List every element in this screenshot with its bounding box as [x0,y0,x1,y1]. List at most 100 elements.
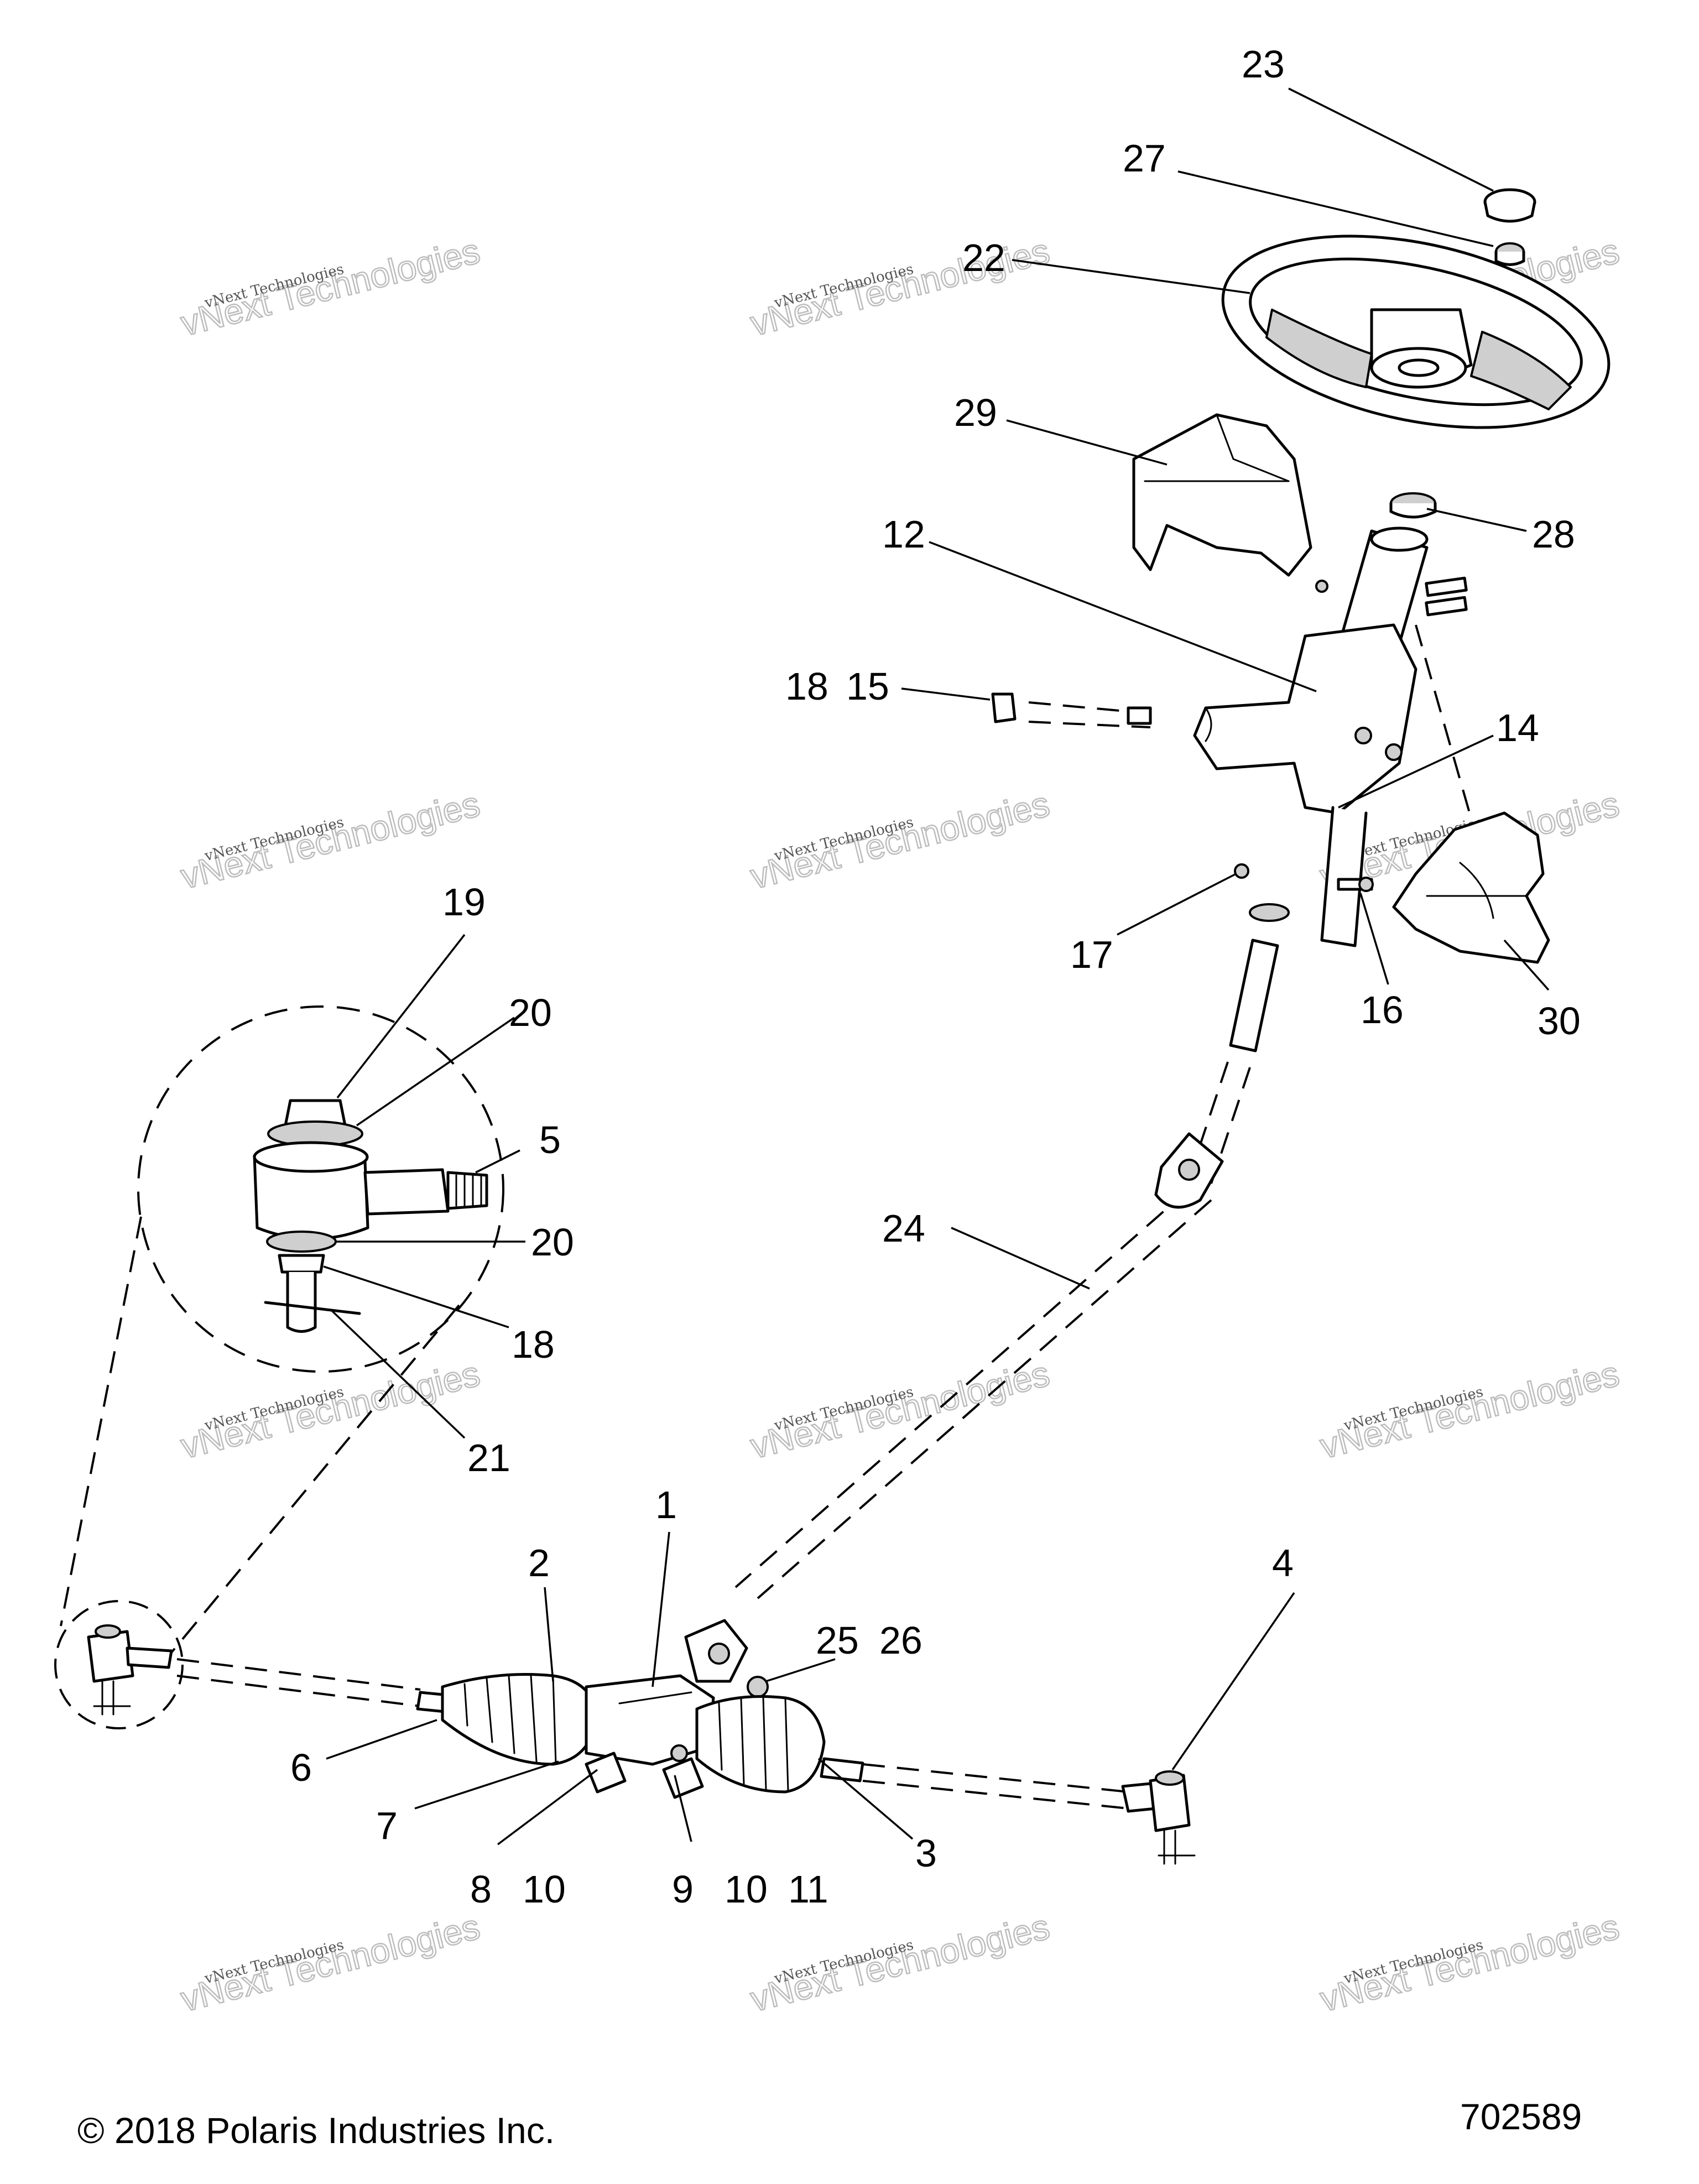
u-joint-cross [1178,1159,1200,1181]
tie-rod-end-right-pin [1158,1829,1196,1865]
leader-lines [323,87,1550,1846]
nut-17 [1234,863,1249,879]
callout-26: 26 [879,1619,923,1662]
watermark-outline: vNext Technologies [1316,1906,1623,2019]
column-tube-top [1370,527,1429,552]
bracket-bolt-b [1385,743,1403,761]
callout-9: 9 [672,1868,694,1911]
detail-thread-5 [446,1171,488,1210]
leader-29 [1006,419,1168,466]
nut-body [1494,250,1525,266]
leader-12 [929,541,1317,692]
watermark-10: vNext Technologies vNext Technologies [176,1906,484,2020]
detail-washer-20-bottom [266,1231,337,1253]
tie-rod-end-right-stud [1155,1770,1185,1786]
leader-17 [1117,873,1237,936]
tie-rod-end-left-body [87,1630,134,1683]
figure-number: 702589 [1460,2096,1582,2137]
callout-9-10: 10 [725,1868,768,1911]
leader-19 [336,934,466,1099]
tie-rod-end-left-pin [93,1680,131,1716]
callout-18-top: 18 [785,665,828,708]
column-bushing [1389,492,1437,519]
leader-24 [951,1227,1090,1290]
callout-2: 2 [528,1541,550,1584]
leader-1 [652,1531,670,1687]
callout-12: 12 [882,513,925,556]
callout-29: 29 [954,391,997,434]
bolt-15-head [991,692,1017,723]
leader-3 [817,1758,914,1840]
leader-22 [1012,259,1250,294]
watermark-outline: vNext Technologies [177,1906,484,2019]
tie-rod-end-left-stud [95,1624,121,1639]
leader-4 [1171,1592,1295,1770]
boot-left [441,1673,599,1766]
footer: © 2018 Polaris Industries Inc. 702589 [77,2096,1582,2151]
leader-21 [331,1310,466,1439]
watermark-11: vNext Technologies vNext Technologies [746,1906,1054,2020]
detail-stud [286,1270,317,1333]
callout-20-bottom: 20 [531,1221,574,1264]
callout-4: 4 [1272,1541,1294,1584]
column-bolt-1 [1425,576,1468,597]
wheel-spoke-left [1265,309,1373,388]
leader-18-detail [323,1265,509,1328]
detail-link-a [60,1216,142,1627]
detail-circle-large [137,1005,504,1373]
wheel-spoke-right [1470,331,1572,410]
steering-wheel [1221,234,1611,429]
bolt-15-tip [1127,706,1152,725]
wheel-hub-bore [1398,358,1440,377]
intermediate-shaft [1154,903,1290,1209]
cap-body [1483,200,1536,223]
callout-14: 14 [1496,706,1539,749]
bolt-16-head [1358,877,1374,892]
watermark-1: vNext Technologies vNext Technologies [176,230,484,344]
watermark-8: vNext Technologies vNext Technologies [746,1353,1054,1467]
callout-8: 8 [470,1868,492,1911]
mount-bolt [670,1744,688,1762]
leader-27 [1177,170,1494,247]
callout-6: 6 [290,1746,312,1789]
leader-20-top [356,1017,515,1127]
copyright-text: © 2018 Polaris Industries Inc. [77,2110,555,2151]
shaft-upper-phantom-a [1188,1061,1229,1179]
boot-left-ribs [463,1675,557,1765]
detail-thread-lines [455,1174,482,1208]
callout-16: 16 [1361,988,1404,1031]
detail-circle-small [54,1600,184,1729]
callout-15: 15 [846,665,889,708]
tie-rod-right-inner [820,1757,864,1782]
callout-28: 28 [1532,513,1575,556]
boot-right [695,1695,826,1794]
bolt-15-phantom-a [1028,701,1151,715]
callout-27: 27 [1123,137,1166,180]
column-nut-small [1315,580,1328,593]
assembly-phantom-lines [54,624,1472,1810]
leader-14 [1338,734,1494,809]
leader-7 [414,1760,559,1810]
steering-rack [416,1619,864,1799]
column-bolt-2 [1425,596,1468,617]
callout-20-top: 20 [509,991,552,1034]
cover-30-shell [1392,811,1550,964]
upper-column-cover [1132,413,1312,577]
watermark-outline: vNext Technologies [1316,1353,1623,1466]
leader-30 [1503,939,1550,991]
leader-8 [497,1769,598,1846]
watermark-9: vNext Technologies vNext Technologies [1316,1353,1624,1467]
bushing-body [1389,502,1437,519]
bolt-15-phantom-b [1028,721,1151,728]
mount-clamp-9 [662,1757,704,1799]
callout-5: 5 [539,1118,561,1161]
tie-rod-left-phantom-b [176,1675,421,1707]
callout-23: 23 [1242,43,1285,86]
callout-8-10: 10 [523,1868,566,1911]
callout-3: 3 [915,1832,937,1875]
steering-column [1193,527,1468,947]
callout-1: 1 [655,1483,677,1526]
callout-18-detail: 18 [512,1323,555,1366]
detail-cotter-21 [264,1301,361,1315]
